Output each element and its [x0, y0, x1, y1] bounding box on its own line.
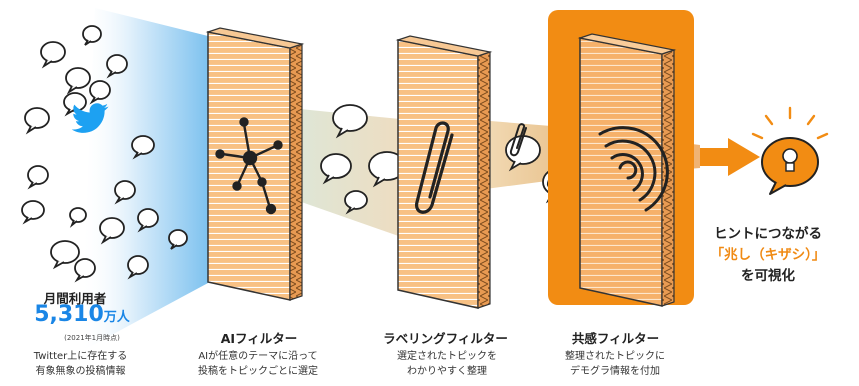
- ai-filter-description: AIが任意のテーマに沿って投稿をトピックごとに選定: [192, 350, 324, 379]
- empathy-filter-label: 共感フィルター: [571, 331, 660, 346]
- monthly-users-title: 月間利用者: [43, 291, 107, 306]
- speech-bubble-icon: [320, 104, 406, 215]
- empathy-filter-description: 整理されたトピックにデモグラ情報を付加: [556, 350, 674, 379]
- ai-desc-line2: 投稿をトピックごとに選定: [198, 365, 318, 377]
- emp-desc-line2: デモグラ情報を付加: [570, 365, 660, 377]
- speech-bubble-icon: [21, 25, 188, 283]
- emp-desc-line1: 整理されたトピックに: [565, 351, 665, 362]
- flow-arrow-icon: [700, 138, 760, 176]
- ai-desc-line1: AIが任意のテーマに沿って: [198, 351, 318, 362]
- users-desc-line2: 有象無象の投稿情報: [35, 365, 126, 377]
- result-line3: を可視化: [741, 268, 795, 284]
- ai-filter-panel: [205, 27, 305, 301]
- labeling-filter-description: 選定されたトピックをわかりやすく整理: [395, 350, 499, 379]
- ai-filter-label: AIフィルター: [220, 331, 298, 346]
- beam-ai-to-labeling: [290, 108, 410, 240]
- users-as-of-date: (2021年1月時点): [64, 334, 120, 342]
- users-count-number: 5,310: [34, 302, 104, 327]
- paper-clip-icon: [415, 121, 454, 214]
- monthly-users-count: 5,310万人: [22, 302, 142, 327]
- concentric-arc-icon: [598, 126, 669, 212]
- result-kizashi: 「兆し（キザシ）」: [710, 247, 826, 263]
- lab-desc-line1: 選定されたトピックを: [397, 351, 497, 362]
- result-line1: ヒントにつながる: [714, 226, 822, 242]
- empathy-filter-panel: [577, 33, 677, 307]
- input-cone: [80, 8, 208, 352]
- users-description: Twitter上に存在する有象無象の投稿情報: [28, 350, 133, 379]
- light-bulb-icon: [751, 106, 829, 195]
- labeling-filter-panel: [395, 35, 493, 309]
- users-count-unit: 万人: [103, 310, 130, 325]
- lab-desc-line2: わかりやすく整理: [407, 365, 487, 377]
- labeling-filter-label: ラベリングフィルター: [383, 331, 508, 346]
- users-desc-line1: Twitter上に存在する: [33, 351, 128, 362]
- twitter-bird-icon: [71, 103, 109, 133]
- network-node-icon: [215, 117, 283, 215]
